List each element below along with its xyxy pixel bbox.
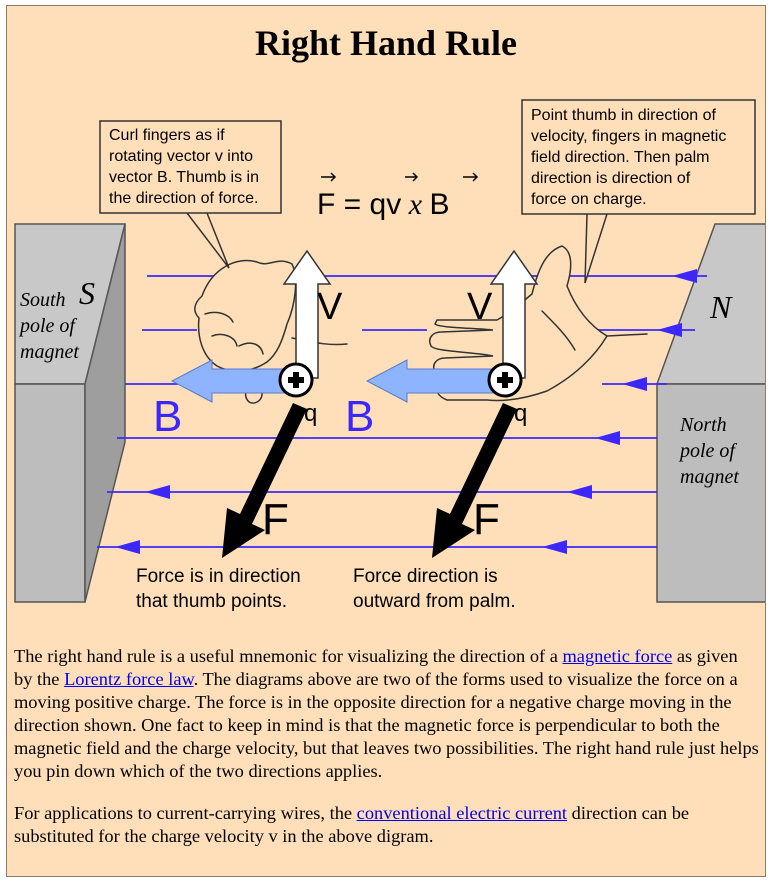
right-hand-rule-diagram: V V B B q q F F S South pole of magnet N… [14,99,765,612]
south-label-line: magnet [20,341,79,363]
callout-line: field direction. Then palm [531,149,709,166]
conventional-current-link[interactable]: conventional electric current [356,803,568,823]
f-label-right: F [473,495,500,544]
left-callout-box [99,120,282,214]
para-text: The right hand rule is a useful mnemonic… [14,646,563,666]
b-field-arrow-right [365,359,508,403]
callout-line: Curl fingers as if [109,127,225,144]
charge-left [278,362,314,398]
lorentz-force-law-link[interactable]: Lorentz force law [64,669,194,689]
north-label-line: magnet [680,466,739,488]
b-label-right: B [345,392,374,441]
finger-crease [238,342,264,355]
south-label-line: pole of [18,315,77,337]
callout-line: force on charge. [531,191,647,208]
caption-line: that thumb points. [136,591,287,612]
field-arrowhead [595,431,620,445]
north-pole-letter: N [709,289,733,325]
b-label-left: B [153,392,182,441]
v-label-right: V [467,286,493,328]
wrist-line [606,333,648,337]
callout-line: rotating vector v into [109,148,253,165]
q-label-right: q [514,400,527,427]
north-magnet [655,223,765,603]
para-text: as given by the [14,646,738,689]
right-callout: Point thumb in direction of velocity, fi… [521,99,756,284]
vector-arrow-icon [405,172,419,182]
field-arrowhead [542,540,567,554]
north-label-line: pole of [678,440,737,462]
caption-line: Force is in direction [136,566,301,587]
magnetic-field-lines [97,269,707,554]
lorentz-formula: F = qv x B [317,172,479,221]
velocity-arrow-shape [282,249,332,379]
north-label-line: North [679,414,727,436]
right-callout-text: Point thumb in direction of velocity, fi… [531,107,731,208]
finger-crease [211,333,238,347]
field-arrowhead [567,485,592,499]
callout-line: Point thumb in direction of [531,107,717,124]
formula-eq: = q [335,188,386,221]
south-pole-letter: S [79,275,95,311]
caption-line: outward from palm. [353,591,516,612]
field-arrowhead [115,540,140,554]
velocity-arrow-right [489,249,539,379]
page-title: Right Hand Rule [254,23,518,63]
field-arrowhead [622,377,647,391]
left-callout: Curl fingers as if rotating vector v int… [99,120,282,269]
formula-f: F [317,188,335,221]
south-magnet-front-face [14,383,86,603]
palm-crease [541,310,576,351]
force-arrow-left [222,403,307,558]
magnetic-force-link[interactable]: magnetic force [562,646,673,666]
finger-crease [204,311,234,323]
callout-line: vector B. Thumb is in [109,169,259,186]
caption-right: Force direction is outward from palm. [353,566,516,612]
velocity-arrow-shape [489,249,539,379]
plus-icon [293,372,299,388]
north-pole-label: North pole of magnet [678,414,740,488]
para-text: For applications to current-carrying wir… [14,803,357,823]
vector-arrow-icon [463,172,479,182]
callout-line: velocity, fingers in magnetic [531,128,726,145]
formula-text: F = qv x B [317,188,450,221]
callout-line: the direction of force. [109,190,258,207]
plus-icon [502,372,508,388]
left-callout-text: Curl fingers as if rotating vector v int… [109,127,263,207]
callout-line: direction is direction of [531,170,691,187]
left-hand-fist [194,259,348,404]
para-text: direction can be substituted for the cha… [14,803,690,846]
formula-v: v [386,188,401,221]
left-callout-pointer [186,212,230,269]
q-label-left: q [304,400,317,427]
current-paragraph: For applications to current-carrying wir… [14,802,759,848]
south-pole-label: South pole of magnet [18,289,80,363]
fist-outline [194,259,297,372]
field-arrowhead [657,323,682,337]
explanation-paragraph: The right hand rule is a useful mnemonic… [14,645,759,783]
para-text: . The diagrams above are two of the form… [14,669,759,781]
velocity-arrow-left [282,249,332,379]
caption-line: Force direction is [353,566,498,587]
formula-cross: x [401,188,429,221]
charge-right [487,362,523,398]
page-frame: Right Hand Rule [6,5,766,877]
force-arrow-right [432,403,517,558]
f-label-left: F [262,495,289,544]
formula-b: B [430,188,450,221]
south-magnet-side-face [84,223,126,603]
field-arrowhead [145,485,170,499]
south-label-line: South [20,289,66,311]
vector-arrow-icon [321,172,337,182]
field-arrowhead [672,269,697,283]
north-magnet-front-face [656,383,765,603]
v-label-left: V [317,286,343,328]
caption-left: Force is in direction that thumb points. [136,566,306,612]
right-callout-pointer [584,213,608,284]
south-magnet [14,223,126,603]
right-callout-box [521,99,756,215]
